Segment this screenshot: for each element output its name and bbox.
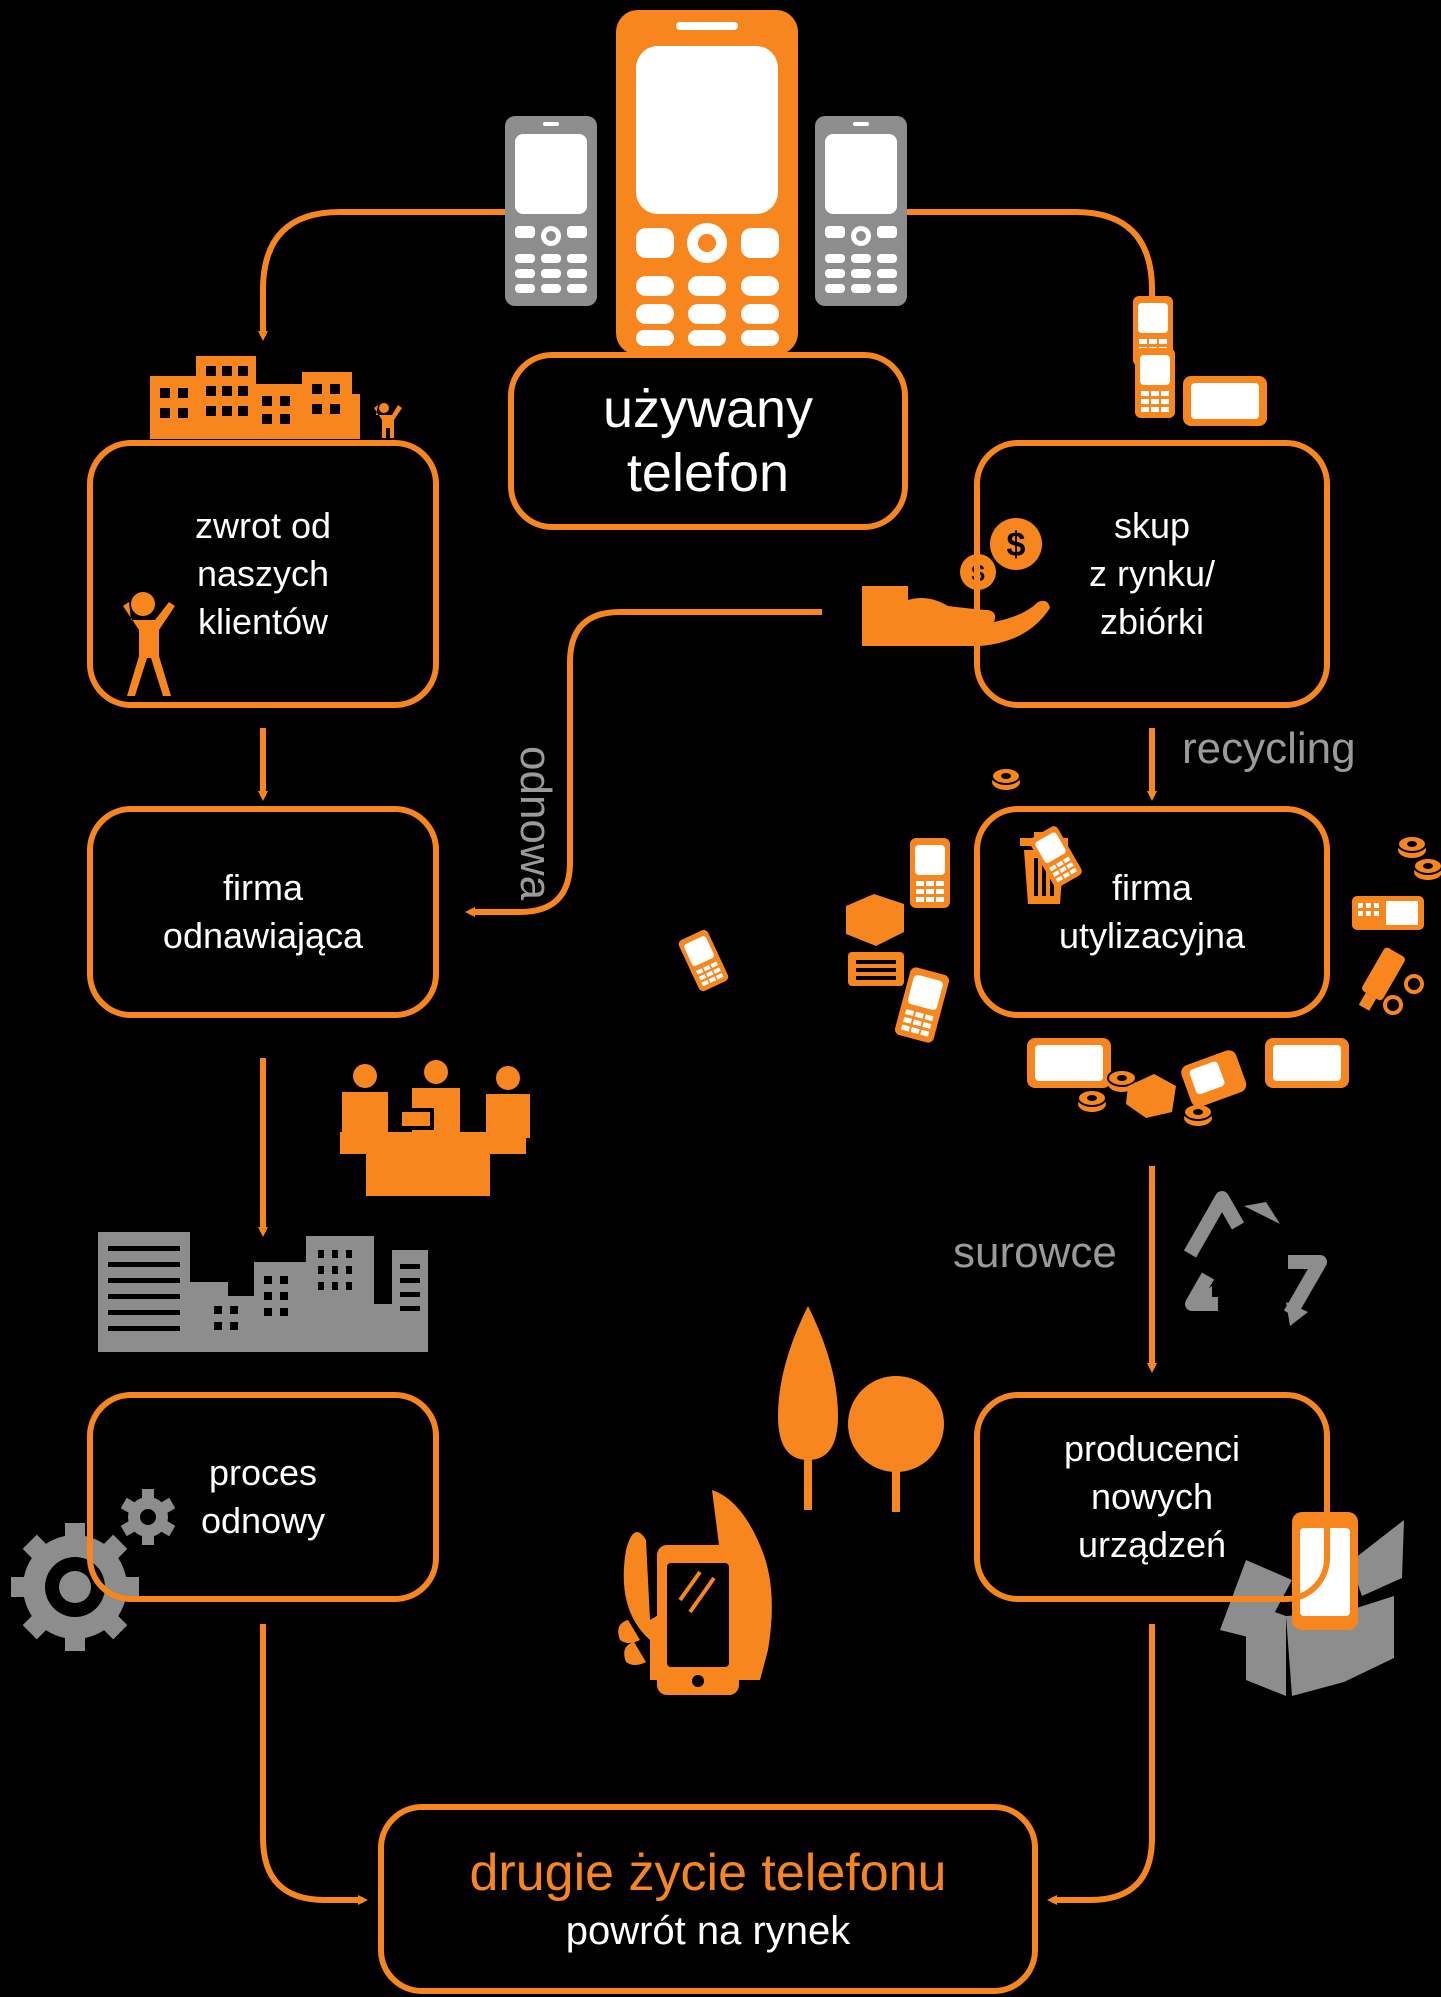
city-icon [98, 1232, 428, 1352]
tree-icon [778, 1306, 944, 1512]
manufacturers-line2: nowych [1090, 1476, 1214, 1517]
tablet-icon [1183, 376, 1267, 426]
customer-returns-line1: zwrot od [194, 505, 332, 546]
buyback-line1: skup [1113, 505, 1191, 546]
connector-arrows [258, 209, 1157, 1905]
refurb-process-line2: odnowy [200, 1500, 326, 1541]
refurb-company-box: firma odnawiająca [87, 806, 439, 1018]
refurb-company-line1: firma [223, 867, 303, 908]
recycling-label: recycling [1182, 724, 1356, 773]
second-life-subtitle: powrót na rynek [565, 1909, 851, 1953]
meeting-icon [340, 1060, 530, 1196]
disposal-company-line1: firma [1112, 867, 1192, 908]
scrap-icons [677, 767, 1441, 1127]
used-phone-box: używany telefon [508, 352, 908, 530]
manufacturers-box: producenci nowych urządzeń [974, 1392, 1330, 1602]
buyback-line2: z rynku/ [1088, 553, 1216, 594]
refurb-company-line2: odnawiająca [162, 915, 364, 956]
second-life-box: drugie życie telefonu powrót na rynek [378, 1804, 1038, 1994]
manufacturers-line3: urządzeń [1077, 1524, 1227, 1565]
refurb-process-box: proces odnowy [87, 1392, 439, 1602]
mobile-phone-icon [616, 10, 798, 355]
mobile-phone-icon [1135, 348, 1175, 418]
person-icon [123, 592, 175, 696]
renewal-label: odnowa [511, 746, 560, 901]
customer-returns-line3: klientów [197, 601, 329, 642]
used-phone-line2: telefon [626, 443, 790, 503]
used-phone-line1: używany [602, 379, 814, 439]
customer-returns-line2: naszych [196, 553, 330, 594]
disposal-company-line2: utylizacyjna [1058, 915, 1246, 956]
disposal-company-box: firma utylizacyjna [974, 806, 1330, 1018]
raw-materials-label: surowce [953, 1228, 1117, 1277]
mobile-phone-icon [815, 116, 907, 306]
refurb-process-line1: proces [208, 1452, 318, 1493]
manufacturers-line1: producenci [1063, 1428, 1241, 1469]
mobile-phone-icon [505, 116, 597, 306]
buyback-box: skup z rynku/ zbiórki [974, 440, 1330, 708]
buildings-icon [150, 356, 402, 439]
customer-returns-box: zwrot od naszych klientów [87, 440, 439, 708]
buyback-line3: zbiórki [1099, 601, 1205, 642]
svg-text:$: $ [1007, 526, 1026, 564]
hand-phone-icon [618, 1490, 772, 1695]
second-life-title: drugie życie telefonu [469, 1844, 947, 1902]
